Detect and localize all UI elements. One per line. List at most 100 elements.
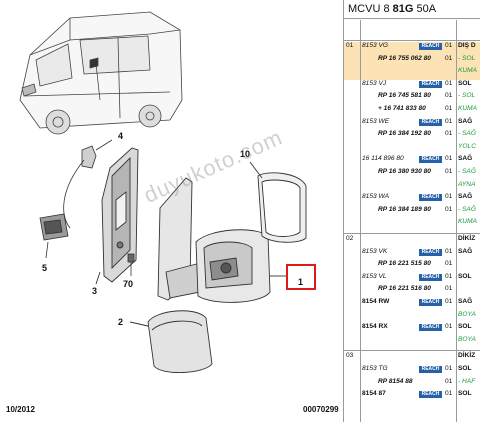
diagram-date: 10/2012: [6, 405, 35, 414]
table-row[interactable]: AYNA: [344, 181, 480, 194]
side-label: SOL: [458, 390, 472, 398]
part-reference: 8153 WA: [362, 193, 390, 201]
quantity: 01: [445, 260, 453, 268]
replacement-part-number: RP 16 755 062 80: [378, 54, 431, 62]
group-divider: [344, 40, 480, 41]
table-row[interactable]: BOYA: [344, 311, 480, 324]
part-reference: 8153 VK: [362, 247, 388, 255]
table-row[interactable]: KUMA: [344, 67, 480, 80]
part-10-mirror-glass: [249, 161, 307, 243]
description: - SAĞ: [458, 168, 476, 175]
part-reference: 8153 WE: [362, 117, 390, 125]
callout-1: 1: [298, 277, 304, 287]
quantity: 01: [445, 79, 453, 87]
side-label: SAĞ: [458, 193, 473, 201]
cable-line: [63, 159, 85, 229]
description: BOYA: [458, 335, 476, 343]
description: - SAĞ: [458, 205, 476, 213]
van-leader-line: [95, 63, 101, 101]
reach-badge: REACH: [419, 299, 442, 306]
reach-badge: REACH: [419, 273, 442, 281]
replacement-part-number: RP 8154 88: [378, 377, 413, 385]
callout-1-highlight: [286, 264, 316, 290]
quantity: 01: [445, 42, 453, 49]
diagram-figure-number: 00070299: [303, 405, 339, 414]
vehicle-model: MCVU 8: [348, 3, 390, 15]
reach-badge: REACH: [419, 156, 442, 164]
description: AYNA: [458, 180, 476, 188]
part-70-screw: [127, 253, 135, 276]
part-reference: 8153 TG: [362, 365, 388, 372]
part-reference: 8153 VG: [362, 42, 389, 49]
quantity: 01: [445, 92, 453, 100]
table-row[interactable]: 02 DİKİZ: [344, 235, 480, 248]
table-row[interactable]: RP 16 221 516 80 01: [344, 285, 480, 298]
group-number: 02: [346, 235, 354, 242]
side-label: SAĞ: [458, 117, 473, 125]
group-title: DİKİZ: [458, 235, 476, 242]
quantity: 01: [445, 323, 453, 331]
table-row[interactable]: RP 16 221 515 80 01: [344, 260, 480, 273]
side-label: SOL: [458, 365, 472, 372]
quantity: 01: [445, 117, 453, 125]
table-row[interactable]: KUMA: [344, 218, 480, 231]
panel-header: MCVU 8 81G 50A: [344, 0, 480, 19]
quantity: 01: [445, 272, 453, 280]
table-row[interactable]: BOYA: [344, 336, 480, 349]
reach-badge: REACH: [419, 391, 442, 399]
callout-70: 70: [123, 279, 134, 289]
side-label: SOL: [458, 323, 472, 331]
description: - HAF: [458, 377, 476, 385]
table-row[interactable]: YOLC: [344, 143, 480, 156]
group-title: DİKİZ: [458, 352, 476, 360]
reach-badge: REACH: [419, 324, 442, 332]
catalog-code-bold: 81G: [392, 3, 414, 15]
quantity: 01: [445, 285, 453, 293]
replacement-part-number: + 16 741 833 80: [378, 105, 426, 112]
part-reference: 8154 RX: [362, 323, 388, 331]
part-4-clip: [81, 139, 113, 169]
callout-10: 10: [240, 149, 251, 159]
part-2-cover: [129, 310, 213, 374]
column-divider: [456, 20, 457, 422]
part-reference: 8154 87: [362, 390, 386, 398]
column-divider: [360, 20, 361, 422]
quantity: 01: [445, 168, 453, 175]
description: KUMA: [458, 218, 478, 226]
replacement-part-number: RP 16 380 930 80: [378, 168, 431, 175]
callout-3: 3: [92, 286, 98, 296]
diagram-drawing: [19, 11, 307, 374]
part-3-frame: [95, 147, 139, 285]
description: - SOL: [458, 54, 476, 62]
table-row[interactable]: RP 16 380 930 80 01 - SAĞ: [344, 168, 480, 181]
reach-badge: REACH: [419, 194, 442, 202]
callout-2: 2: [118, 317, 124, 327]
quantity: 01: [445, 247, 453, 255]
group-number: 01: [346, 42, 354, 49]
van-illustration: [19, 11, 183, 135]
quantity: 01: [445, 390, 453, 398]
quantity: 01: [445, 205, 453, 213]
replacement-part-number: RP 16 221 515 80: [378, 260, 431, 268]
callout-4: 4: [118, 131, 124, 141]
replacement-part-number: RP 16 221 516 80: [378, 285, 431, 293]
